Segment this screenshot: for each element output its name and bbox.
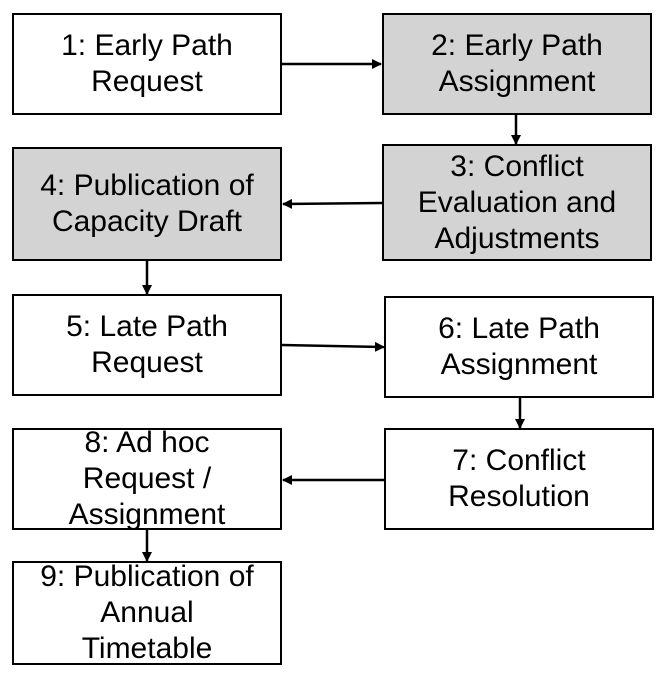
step-9-label: 9: Publication of Annual Timetable [40,560,254,665]
step-9-box: 9: Publication of Annual Timetable [12,560,282,665]
step-7-box: 7: Conflict Resolution [384,428,654,530]
arrow-3-to-4 [282,198,383,209]
step-2-label: 2: Early Path Assignment [431,29,603,98]
step-4-label: 4: Publication of Capacity Draft [40,169,254,238]
step-2-box: 2: Early Path Assignment [382,13,652,115]
step-3-box: 3: Conflict Evaluation and Adjustments [382,144,652,261]
step-5-box: 5: Late Path Request [12,294,282,396]
step-4-box: 4: Publication of Capacity Draft [12,147,282,261]
step-5-label: 5: Late Path Request [66,310,228,379]
step-7-label: 7: Conflict Resolution [448,444,590,513]
step-8-box: 8: Ad hoc Request / Assignment [12,426,282,531]
step-1-box: 1: Early Path Request [12,13,282,115]
step-8-label: 8: Ad hoc Request / Assignment [68,426,226,531]
step-3-label: 3: Conflict Evaluation and Adjustments [417,149,617,255]
step-1-label: 1: Early Path Request [61,29,233,98]
step-6-box: 6: Late Path Assignment [384,296,654,398]
arrow-5-to-6 [281,341,385,352]
step-6-label: 6: Late Path Assignment [438,312,600,381]
